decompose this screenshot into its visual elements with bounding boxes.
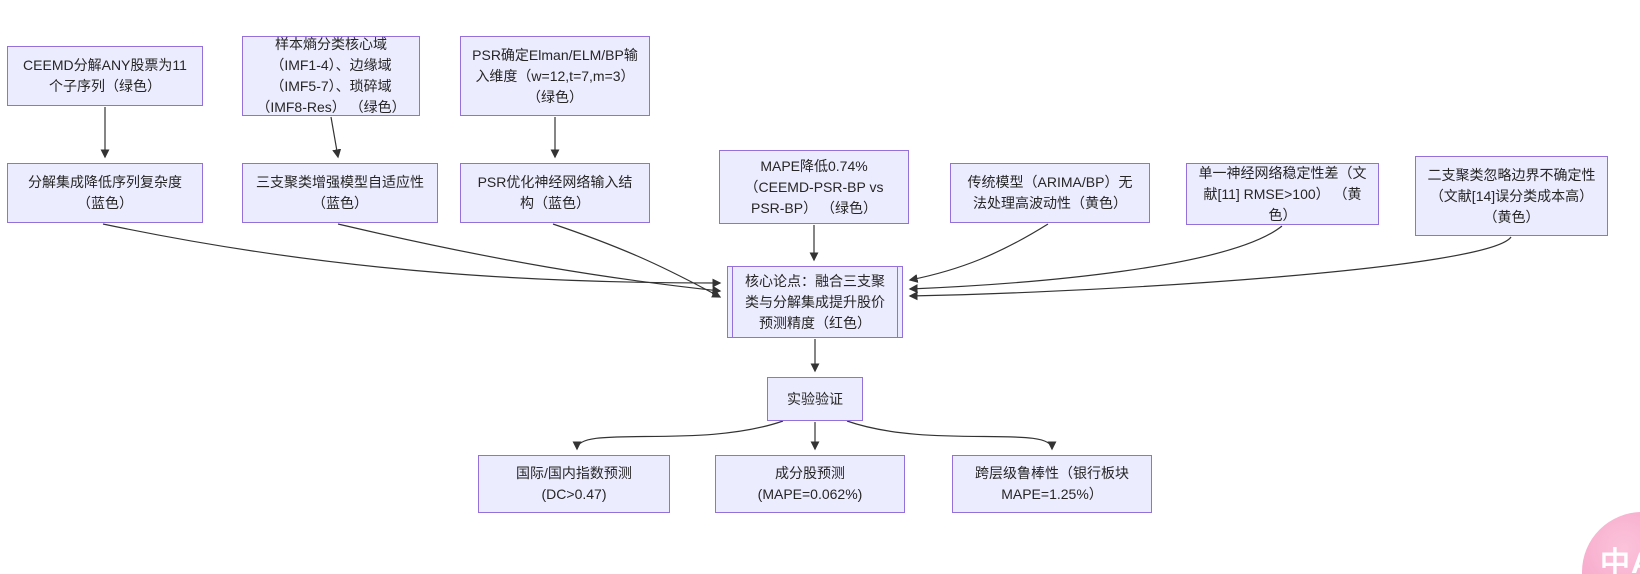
edge-traditional-to-core xyxy=(908,223,1049,283)
node-two-way-limitation: 二支聚类忽略边界不确定性（文献[14]误分类成本高）（黄色） xyxy=(1415,156,1608,236)
node-sample-entropy-domains: 样本熵分类核心域（IMF1-4）、边缘域（IMF5-7）、琐碎域（IMF8-Re… xyxy=(242,36,420,116)
translate-icon: 中A xyxy=(1600,547,1640,574)
node-traditional-limitation: 传统模型（ARIMA/BP）无法处理高波动性（黄色） xyxy=(950,163,1150,223)
edge-entropy-to-adaptivity xyxy=(330,116,342,159)
node-decomposition-complexity: 分解集成降低序列复杂度（蓝色） xyxy=(7,163,203,223)
node-three-way-adaptivity: 三支聚类增强模型自适应性（蓝色） xyxy=(242,163,438,223)
translate-float-button[interactable]: 中A xyxy=(1582,512,1640,574)
node-ceemd-decompose: CEEMD分解ANY股票为11个子序列（绿色） xyxy=(7,46,203,106)
edge-singlenn-to-core xyxy=(908,225,1283,294)
edge-psrstruct-to-core xyxy=(552,223,722,298)
node-mape-improvement: MAPE降低0.74%（CEEMD-PSR-BP vs PSR-BP） （绿色） xyxy=(719,150,909,224)
edge-twoway-to-core xyxy=(908,236,1512,301)
node-psr-input-structure: PSR优化神经网络输入结构（蓝色） xyxy=(460,163,650,223)
node-experiment-validation: 实验验证 xyxy=(767,377,863,421)
node-cross-level-robustness: 跨层级鲁棒性（银行板块 MAPE=1.25%） xyxy=(952,455,1152,513)
node-psr-input-dimension: PSR确定Elman/ELM/BP输入维度（w=12,t=7,m=3） （绿色） xyxy=(460,36,650,116)
edge-adaptivity-to-core xyxy=(337,223,722,295)
edge-experiment-to-robustness xyxy=(846,420,1057,451)
node-core-thesis: 核心论点：融合三支聚类与分解集成提升股价预测精度（红色） xyxy=(727,266,903,338)
edge-complexity-to-core xyxy=(102,223,722,288)
node-single-nn-instability: 单一神经网络稳定性差（文献[11] RMSE>100） （黄色） xyxy=(1186,163,1379,225)
node-index-prediction: 国际/国内指数预测 (DC>0.47) xyxy=(478,455,670,513)
node-constituent-prediction: 成分股预测 (MAPE=0.062%) xyxy=(715,455,905,513)
edge-experiment-to-index xyxy=(572,420,784,451)
